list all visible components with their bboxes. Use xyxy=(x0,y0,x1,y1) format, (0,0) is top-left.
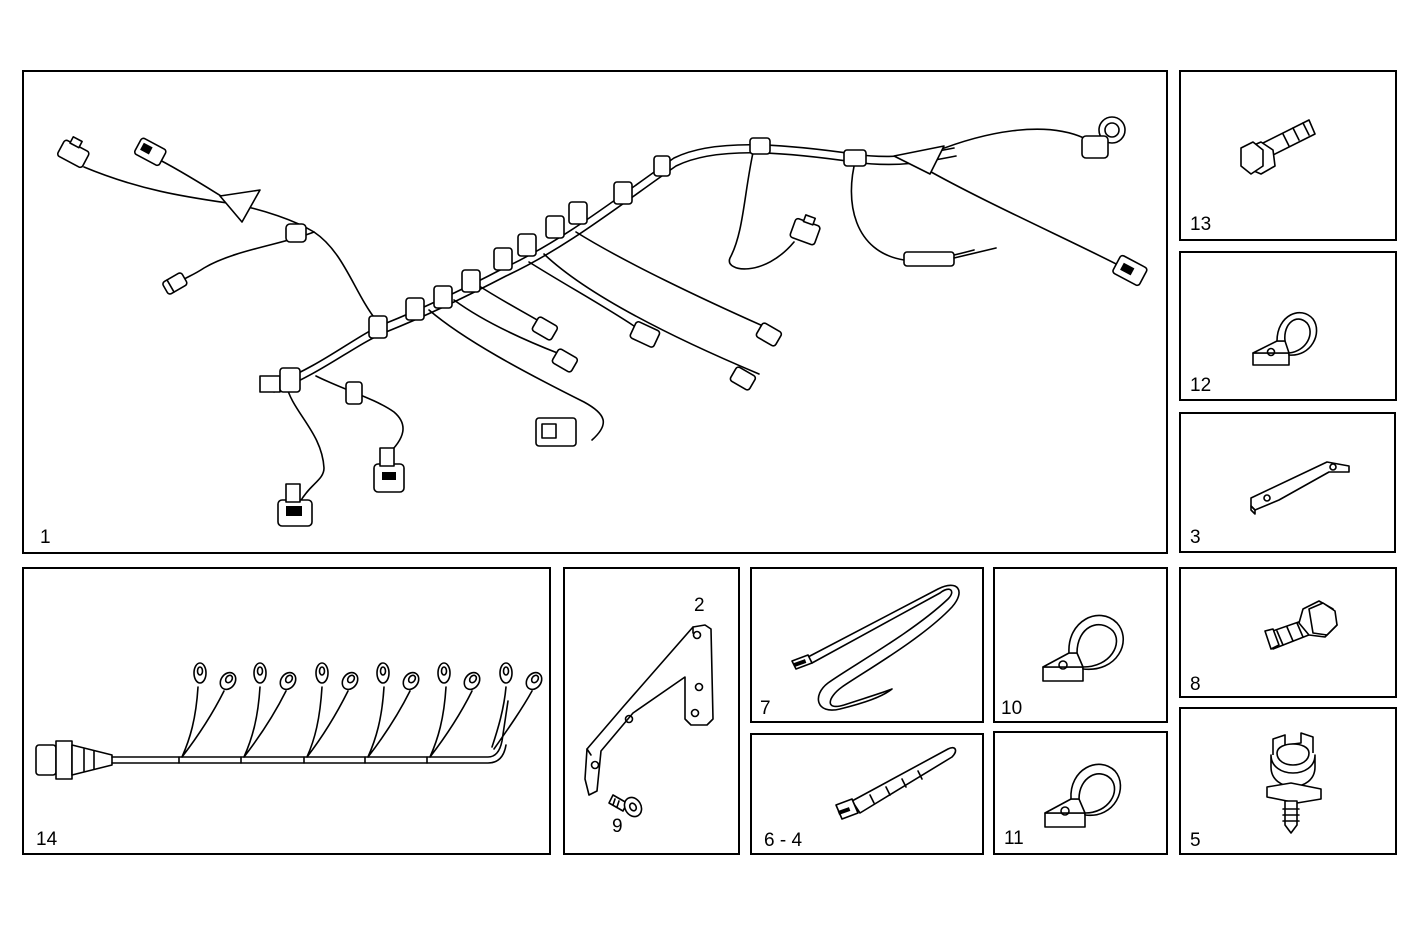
part-number-label: 9 xyxy=(612,816,623,837)
screw-icon xyxy=(608,794,643,818)
panel-part-11: 11 xyxy=(993,731,1168,855)
part-number-label: 7 xyxy=(760,698,771,719)
panel-part-14: 14 xyxy=(22,567,551,855)
main-wiring-harness-icon xyxy=(56,116,1148,527)
cable-tie-short-icon xyxy=(835,746,957,820)
flat-strap-icon xyxy=(1250,461,1350,515)
bolt-icon xyxy=(1264,600,1338,650)
p-clip-icon xyxy=(1252,311,1318,366)
panel-part-1: 1 xyxy=(22,70,1168,554)
part-number-label: 1 xyxy=(40,527,51,548)
panel-part-2-9: 2 9 xyxy=(563,567,740,855)
panel-part-12: 12 xyxy=(1179,251,1397,401)
panel-part-13: 13 xyxy=(1179,70,1397,241)
ground-cable-harness-icon xyxy=(35,662,543,780)
panel-part-3: 3 xyxy=(1179,412,1396,553)
push-clip-icon xyxy=(1266,732,1322,834)
part-number-label: 2 xyxy=(694,595,705,616)
part-number-label: 13 xyxy=(1190,214,1212,235)
part-number-label: 10 xyxy=(1001,698,1023,719)
part-number-label: 3 xyxy=(1190,527,1201,548)
part-number-label: 12 xyxy=(1190,375,1212,396)
p-clip-icon xyxy=(1044,763,1122,828)
bolt-icon xyxy=(1240,119,1316,175)
panel-part-8: 8 xyxy=(1179,567,1397,698)
part-number-label: 11 xyxy=(1004,828,1024,849)
p-clip-icon xyxy=(1042,614,1124,682)
bracket-icon xyxy=(584,624,714,796)
panel-part-6-4: 6 - 4 xyxy=(750,733,984,855)
panel-part-10: 10 xyxy=(993,567,1168,723)
part-number-label: 8 xyxy=(1190,674,1201,695)
part-number-label: 5 xyxy=(1190,830,1201,851)
panel-part-5: 5 xyxy=(1179,707,1397,855)
part-number-label: 14 xyxy=(36,829,58,850)
cable-tie-long-icon xyxy=(791,584,960,711)
part-number-label: 6 - 4 xyxy=(764,830,803,851)
panel-part-7: 7 xyxy=(750,567,984,723)
